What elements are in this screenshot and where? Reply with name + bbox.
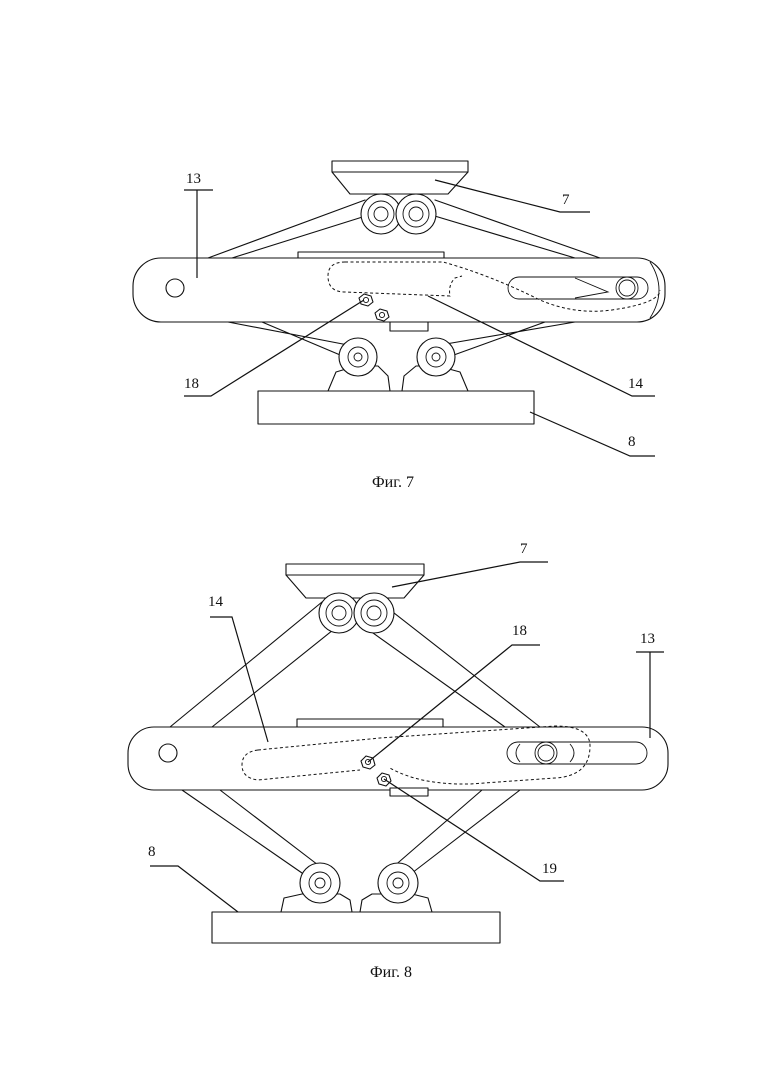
fig8-label-8: 8 xyxy=(148,844,156,860)
fig8-lower-rollers xyxy=(300,863,418,903)
fig7-upper-rollers xyxy=(361,194,436,234)
fig8-label-13: 13 xyxy=(640,631,655,647)
fig8-label-18: 18 xyxy=(512,623,527,639)
fig8-upper-block xyxy=(297,719,443,727)
fig8-label-7: 7 xyxy=(520,541,528,557)
figure-7: 13 7 18 14 8 Фиг. 7 xyxy=(133,161,665,491)
fig7-label-13: 13 xyxy=(186,171,201,187)
fig7-main-beam xyxy=(133,258,665,322)
fig7-base-plate xyxy=(258,391,534,424)
fig8-base-plate xyxy=(212,912,500,943)
fig8-caption: Фиг. 8 xyxy=(370,964,412,981)
fig7-label-8: 8 xyxy=(628,434,636,450)
fig8-label-19: 19 xyxy=(542,861,557,877)
fig7-label-18: 18 xyxy=(184,376,199,392)
fig7-label-7: 7 xyxy=(562,192,570,208)
fig8-upper-rollers xyxy=(319,593,394,633)
fig8-top-saddle xyxy=(286,564,424,598)
fig7-caption: Фиг. 7 xyxy=(372,474,414,491)
fig7-lower-block xyxy=(390,322,428,331)
fig7-lower-rollers xyxy=(339,338,455,376)
figure-8: 7 14 18 13 8 19 Фиг. 8 xyxy=(128,541,668,981)
fig7-label-14: 14 xyxy=(628,376,644,392)
fig7-top-saddle xyxy=(332,161,468,194)
fig8-label-14: 14 xyxy=(208,594,224,610)
